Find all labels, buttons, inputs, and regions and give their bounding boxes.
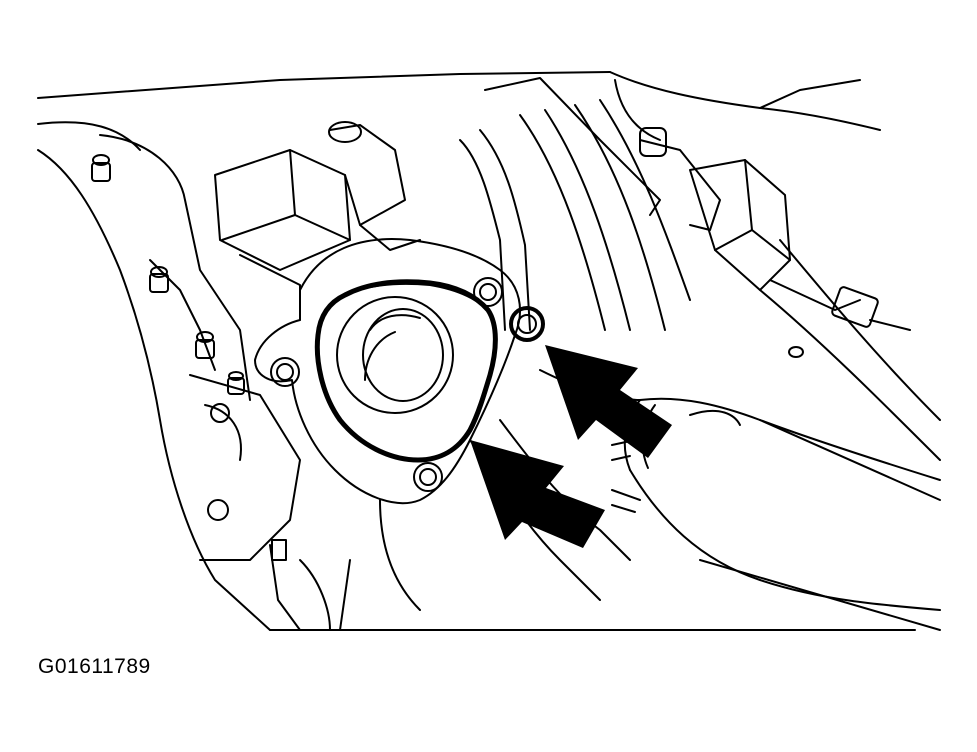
bolt-hole: [473, 277, 503, 307]
harness-tubes: [459, 77, 721, 331]
indicator-arrow-lower: [470, 440, 605, 548]
o-ring-seal: [509, 306, 545, 342]
electrical-connector-right: [689, 159, 911, 331]
stud-bolt: [149, 266, 169, 293]
stud-bolt: [195, 331, 215, 359]
indicator-arrow-upper: [545, 345, 672, 458]
figure-id-label: G01611789: [38, 655, 151, 678]
background-linework: [37, 71, 941, 631]
stud-bolt: [227, 371, 245, 395]
stud-bolt: [91, 154, 111, 182]
stud-bolts: [91, 154, 245, 395]
bolt-hole: [413, 462, 443, 492]
bolt-hole: [270, 357, 300, 387]
thermostat-housing-flange: [254, 238, 521, 505]
sensor-connector: [214, 121, 421, 321]
left-bracket: [99, 134, 301, 631]
